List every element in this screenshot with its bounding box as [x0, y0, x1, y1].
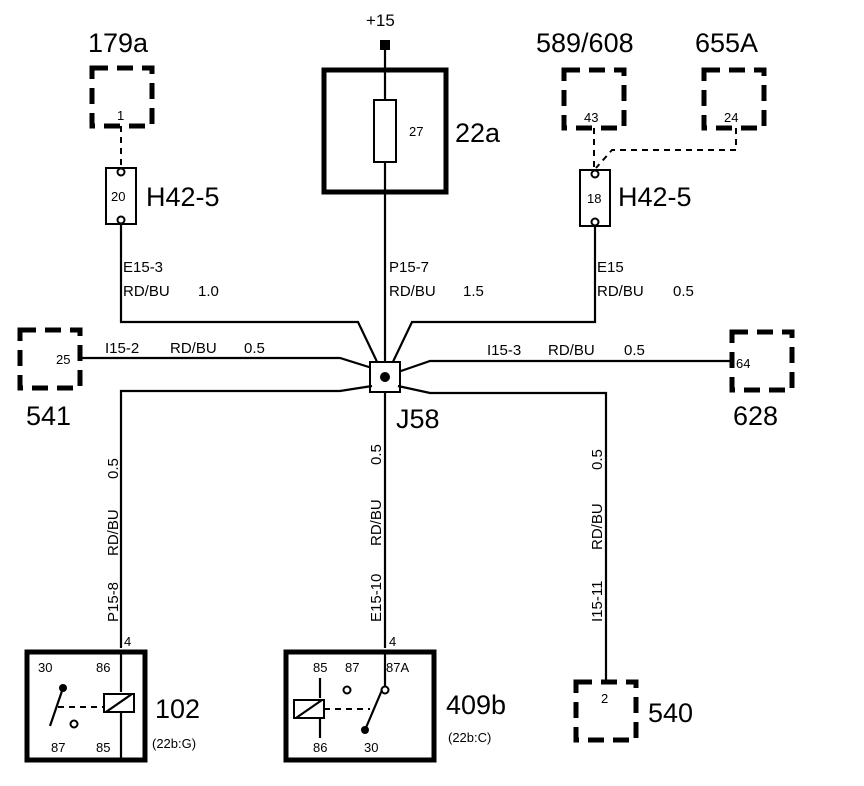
relay-409b-pin87: 87 — [345, 660, 359, 675]
wire-e15-3-size: 1.0 — [198, 283, 219, 300]
relay-102-contact-87 — [69, 719, 79, 729]
wire-e15-10-color: RD/BU — [368, 499, 385, 546]
connector-655a — [701, 67, 767, 131]
wire-i15-11 — [397, 384, 608, 680]
dashed-link-655a — [595, 128, 737, 169]
wire-i15-3-size: 0.5 — [624, 342, 645, 359]
wire-p15-7-size: 1.5 — [463, 283, 484, 300]
wire-i15-3-color: RD/BU — [548, 342, 595, 359]
splice-right-top-pin — [590, 169, 600, 179]
supply-terminal — [380, 40, 390, 50]
relay-409b-box — [283, 649, 437, 763]
wire-p15-8-id: P15-8 — [105, 582, 122, 622]
wire-i15-3-id: I15-3 — [487, 342, 521, 359]
connector-589-608-label: 589/608 — [536, 28, 634, 58]
wire-p15-7-color: RD/BU — [389, 283, 436, 300]
fuse-box-outline — [321, 67, 449, 195]
connector-541 — [17, 327, 83, 391]
splice-left-top-pin — [116, 167, 126, 177]
wire-i15-11-id: I15-11 — [589, 581, 606, 622]
relay-102-box — [24, 649, 148, 763]
junction-label: J58 — [396, 404, 440, 434]
connector-628-label: 628 — [733, 401, 778, 431]
wire-e15-id: E15 — [597, 259, 624, 276]
relay-409b-contact-87a — [380, 685, 390, 695]
splice-right-pin: 18 — [587, 191, 601, 206]
connector-655a-label: 655A — [695, 28, 758, 58]
wire-i15-2-id: I15-2 — [105, 340, 139, 357]
wire-i15-11-color: RD/BU — [589, 503, 606, 550]
wire-p15-8-size: 0.5 — [105, 458, 122, 479]
wire-p15-8-color: RD/BU — [105, 509, 122, 556]
relay-409b-pin30: 30 — [364, 740, 378, 755]
connector-628-pin: 64 — [736, 356, 750, 371]
wire-e15-3-color: RD/BU — [123, 283, 170, 300]
relay-409b-pin86: 86 — [313, 740, 327, 755]
splice-left-bottom-pin — [116, 215, 126, 225]
relay-102-coil-slash — [105, 693, 133, 713]
fuse-ref: 22a — [455, 118, 501, 148]
connector-540-pin: 2 — [601, 691, 608, 706]
splice-h42-5-right — [579, 169, 611, 227]
wire-e15-color: RD/BU — [597, 283, 644, 300]
wire-i15-2-color: RD/BU — [170, 340, 217, 357]
wire-e15 — [389, 226, 597, 369]
relay-102-pin30: 30 — [38, 660, 52, 675]
wire-i15-3 — [397, 359, 732, 374]
relay-409b-coil-slash — [295, 699, 323, 719]
relay-409b-pin87a: 87A — [386, 660, 409, 675]
wire-p15-8 — [119, 384, 373, 648]
connector-541-pin: 25 — [56, 352, 70, 367]
splice-right-bottom-pin — [590, 217, 600, 227]
relay-102-location: (22b:G) — [152, 736, 196, 751]
wire-i15-2-size: 0.5 — [244, 340, 265, 357]
relay-409b-input-pin: 4 — [389, 634, 396, 649]
wire-e15-10-size: 0.5 — [368, 444, 385, 465]
relay-102-pin86: 86 — [96, 660, 110, 675]
relay-409b-switch-arm — [363, 689, 384, 731]
connector-179a-label: 179a — [88, 28, 149, 58]
supply-label: +15 — [366, 11, 395, 30]
relay-409b-pin85: 85 — [313, 660, 327, 675]
relay-102-pin87: 87 — [51, 740, 65, 755]
relay-409b-contact-87 — [342, 685, 352, 695]
wire-e15-size: 0.5 — [673, 283, 694, 300]
connector-540 — [573, 679, 639, 743]
connector-655a-pin: 24 — [724, 110, 738, 125]
wire-i15-2 — [80, 356, 373, 370]
wire-p15-7-id: P15-7 — [389, 259, 429, 276]
fuse-symbol — [373, 99, 397, 163]
splice-left-pin: 20 — [111, 189, 125, 204]
wire-e15-3-id: E15-3 — [123, 259, 163, 276]
wire-e15-3 — [119, 224, 381, 369]
connector-179a-pin: 1 — [117, 108, 124, 123]
relay-102-ref: 102 — [155, 694, 200, 724]
connector-541-label: 541 — [26, 401, 71, 431]
fuse-number: 27 — [409, 124, 423, 139]
connector-589-608-pin: 43 — [584, 110, 598, 125]
connector-179a — [89, 65, 155, 129]
connector-540-label: 540 — [648, 698, 693, 728]
splice-left-label: H42-5 — [146, 182, 220, 212]
relay-102-switch-arm — [48, 687, 65, 727]
relay-102-input-pin: 4 — [124, 634, 131, 649]
splice-right-label: H42-5 — [618, 182, 692, 212]
junction-node — [380, 372, 390, 382]
connector-589-608 — [561, 67, 627, 131]
relay-409b-ref: 409b — [446, 690, 506, 720]
relay-409b-location: (22b:C) — [448, 730, 491, 745]
relay-102-pin85: 85 — [96, 740, 110, 755]
wire-i15-11-size: 0.5 — [589, 449, 606, 470]
wire-e15-10-id: E15-10 — [368, 574, 385, 622]
splice-h42-5-left — [105, 167, 137, 225]
